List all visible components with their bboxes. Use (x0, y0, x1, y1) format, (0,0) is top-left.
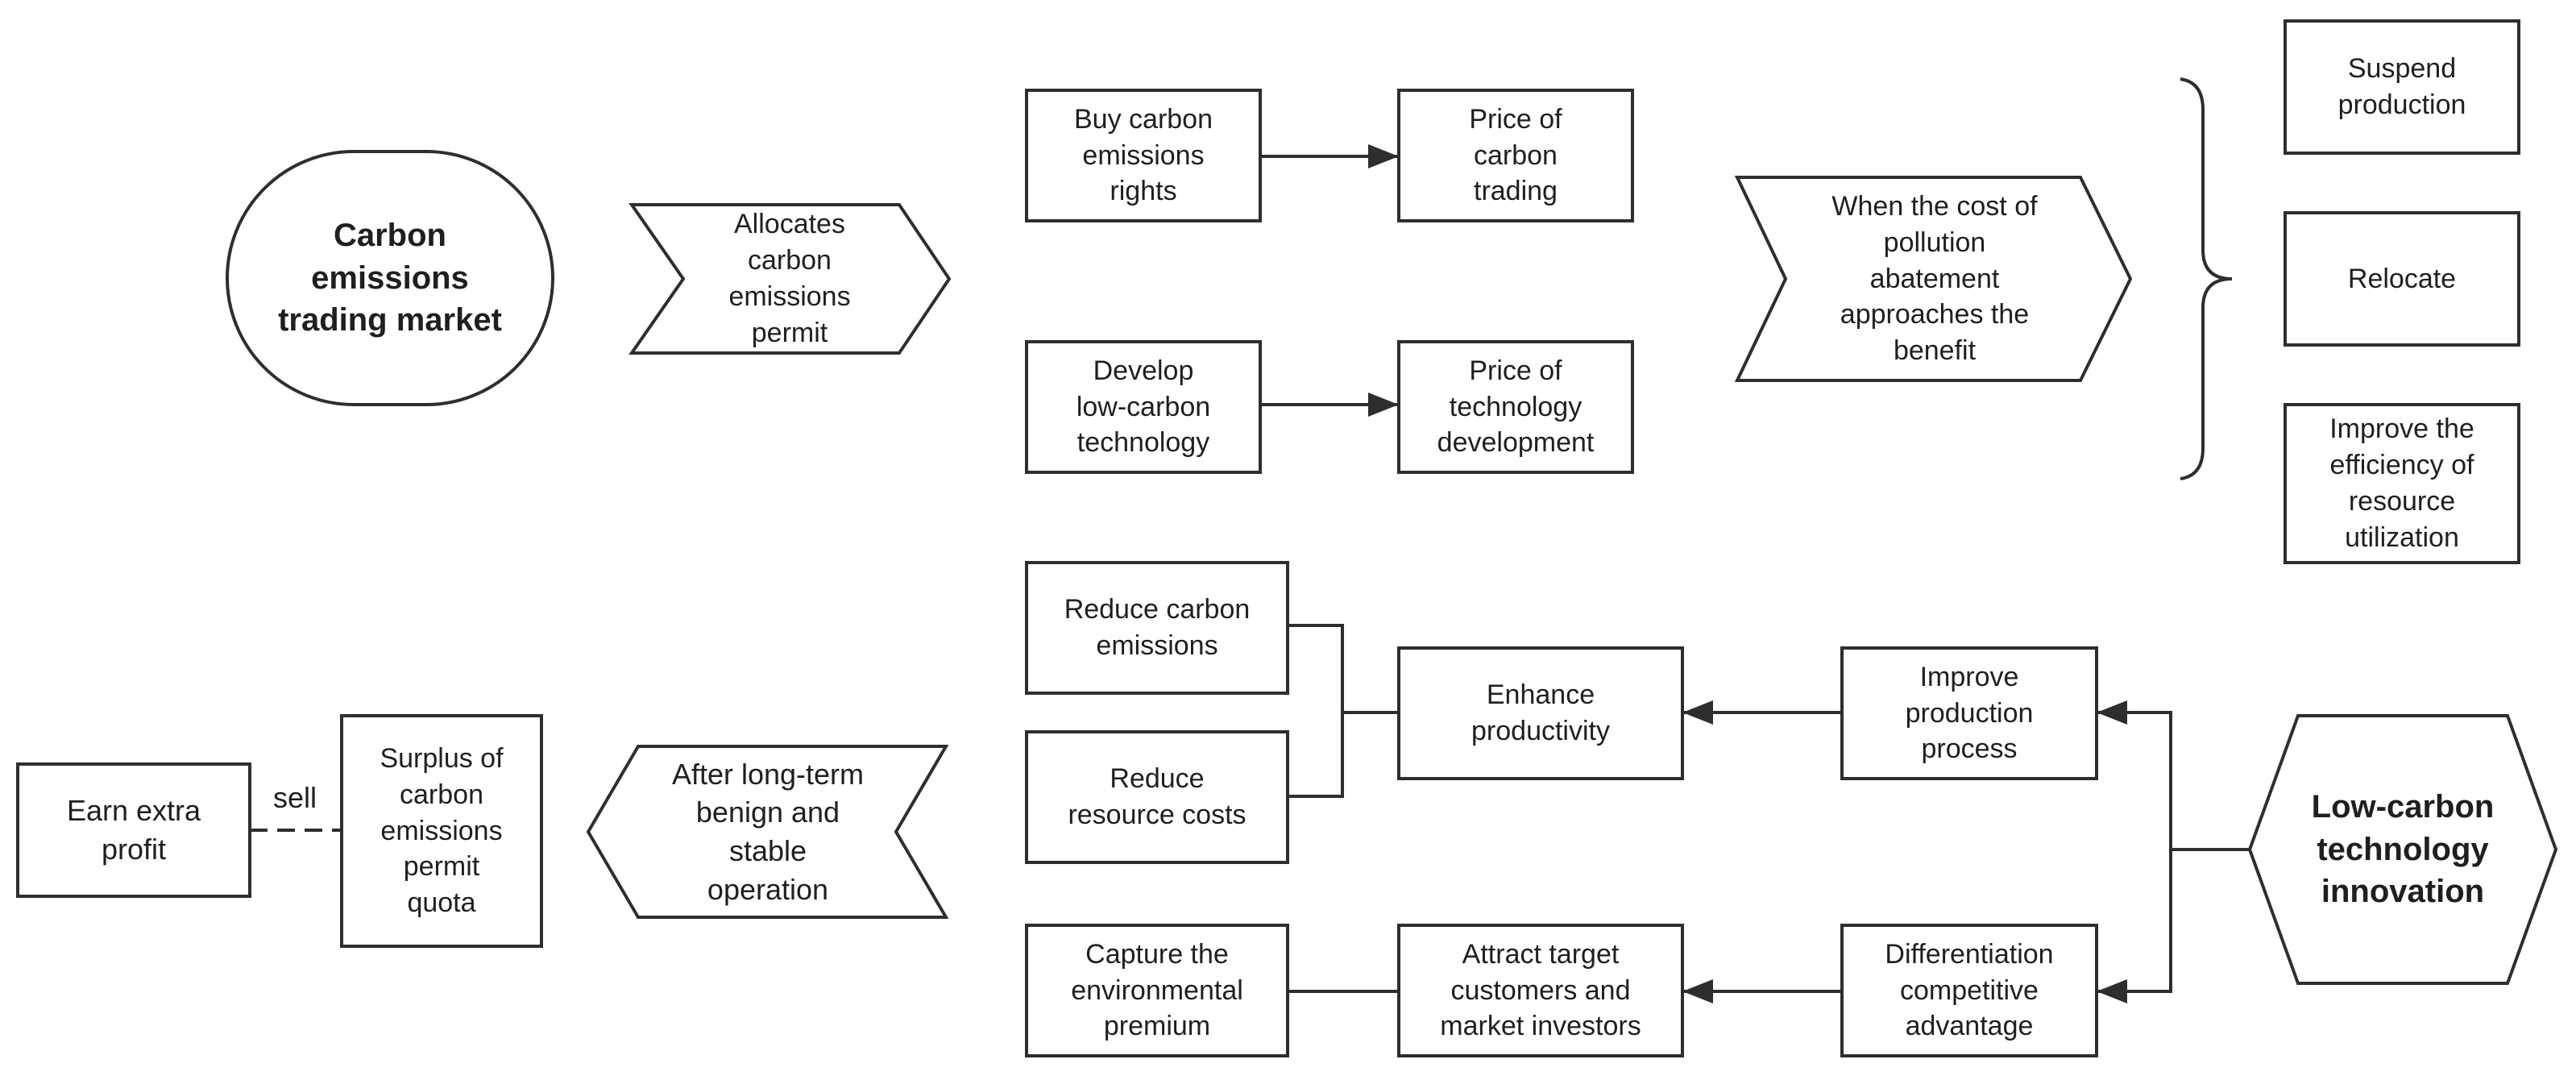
relocate-node (2284, 211, 2520, 347)
differentiation-node (1840, 924, 2098, 1057)
earn-profit-node (16, 762, 251, 898)
price-tech-node (1397, 340, 1634, 474)
price-trading-node (1397, 89, 1634, 222)
attract-customers-node (1397, 924, 1684, 1057)
improve-efficiency-node (2284, 403, 2520, 564)
reduce-emissions-connector (1288, 624, 1344, 714)
improve-process-node (1840, 646, 2098, 780)
market-node (226, 150, 554, 406)
suspend-node (2284, 19, 2520, 155)
cost-condition-node (1734, 176, 2133, 382)
buy-rights-node (1025, 89, 1262, 222)
surplus-node (340, 714, 543, 948)
innovation-node (2247, 714, 2558, 985)
reduce-costs-connector (1288, 709, 1344, 798)
develop-tech-node (1025, 340, 1262, 474)
after-operation-node (586, 745, 949, 919)
enhance-productivity-node (1397, 646, 1684, 780)
capture-premium-node (1025, 924, 1289, 1057)
options-brace (2180, 77, 2233, 480)
allocates-node (628, 203, 952, 355)
reduce-emissions-node (1025, 561, 1289, 695)
reduce-costs-node (1025, 730, 1289, 864)
